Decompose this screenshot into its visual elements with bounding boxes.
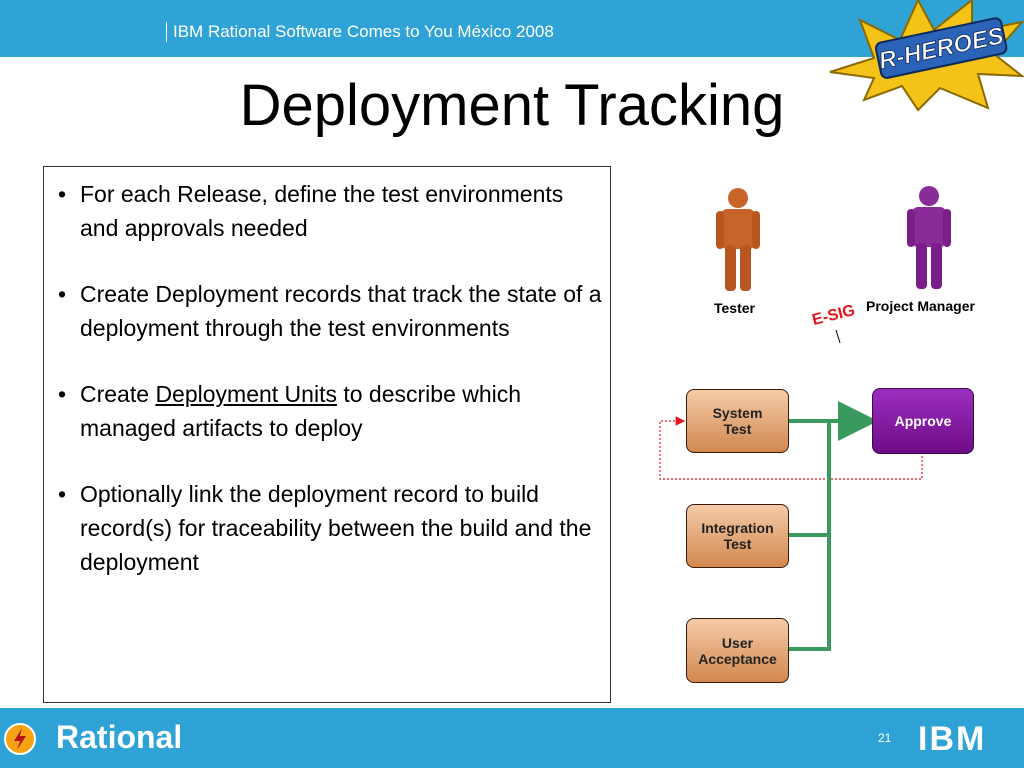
page-title: Deployment Tracking (239, 73, 785, 138)
bullet-text: to describe which managed artifacts to d… (80, 381, 522, 441)
tester-label: Tester (714, 300, 755, 316)
tester-icon (716, 188, 760, 291)
event-title: IBM Rational Software Comes to You Méxic… (166, 22, 554, 42)
approve-node[interactable]: Approve (872, 388, 974, 454)
deployment-units-link[interactable]: Deployment Units (155, 381, 337, 407)
feedback-loop (659, 416, 923, 480)
content-box: For each Release, define the test enviro… (43, 166, 611, 703)
bullet-item: For each Release, define the test enviro… (58, 177, 603, 245)
node-label: Acceptance (698, 650, 777, 667)
bullet-list: For each Release, define the test enviro… (58, 177, 603, 611)
project-manager-label: Project Manager (866, 298, 975, 314)
project-manager-icon (907, 186, 951, 289)
footer-bar: Rational 21 IBM (0, 708, 1024, 768)
rational-logo-icon (4, 723, 36, 755)
rational-brand: Rational (56, 719, 183, 755)
bullet-item: Create Deployment Units to describe whic… (58, 377, 603, 445)
bullet-text: Optionally link the deployment record to… (80, 481, 592, 575)
node-label: Integration (701, 520, 774, 536)
node-label: Test (723, 421, 752, 437)
node-label: Test (723, 536, 752, 552)
node-label: Approve (894, 413, 952, 429)
header-bar: IBM Rational Software Comes to You Méxic… (0, 0, 1024, 57)
bullet-text: Create Deployment records that track the… (80, 281, 602, 341)
ibm-logo: IBM (918, 720, 987, 758)
bullet-item: Optionally link the deployment record to… (58, 477, 603, 579)
bullet-item: Create Deployment records that track the… (58, 277, 603, 345)
r-heroes-badge: R-HEROES (829, 0, 1024, 112)
bullet-text: Create (80, 381, 156, 407)
node-label: System (712, 405, 763, 421)
esig-tick (835, 329, 841, 344)
page-number: 21 (878, 731, 892, 745)
node-label: User (721, 634, 754, 651)
bullet-text: For each Release, define the test enviro… (80, 181, 564, 241)
